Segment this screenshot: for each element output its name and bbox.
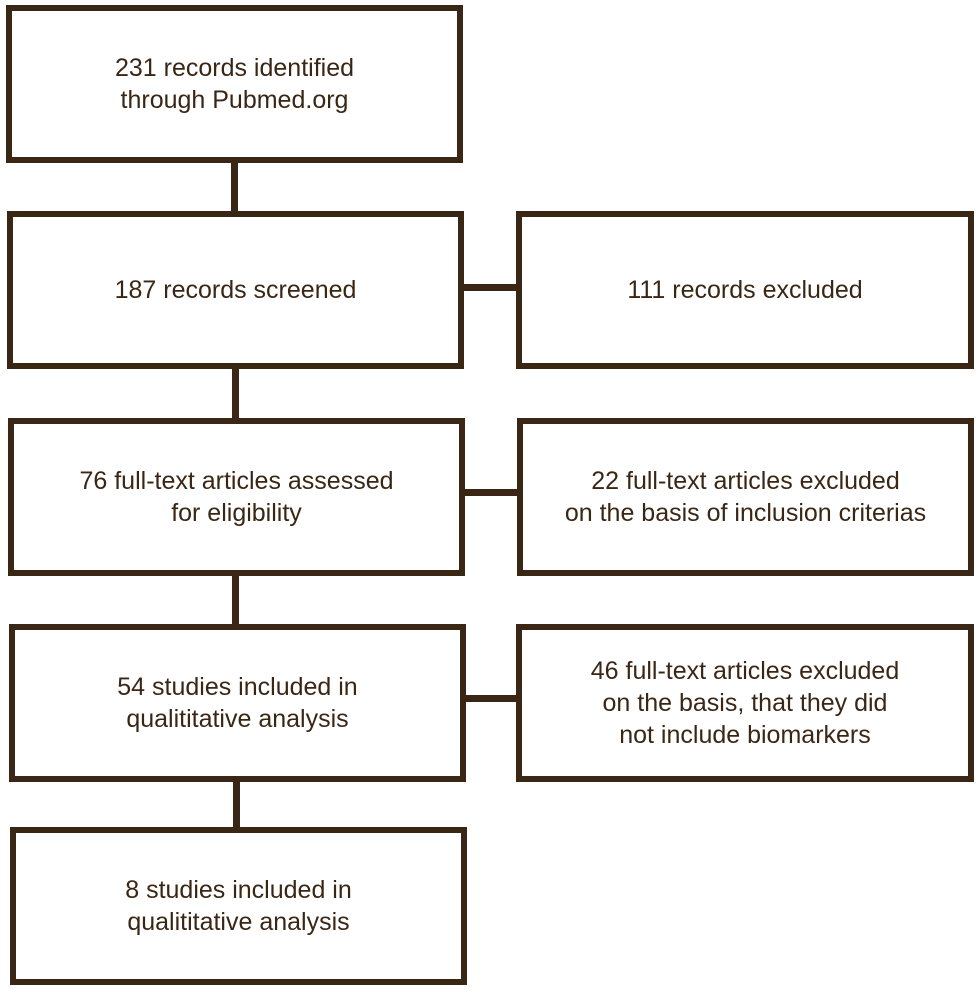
connector-included-54-to-excluded-46 xyxy=(463,695,521,702)
studies-included-8-text: 8 studies included in qualititative anal… xyxy=(125,876,352,936)
box-records-excluded-111: 111 records excluded xyxy=(516,211,974,369)
connector-screened-to-assessed xyxy=(232,366,239,421)
records-screened-text: 187 records screened xyxy=(114,276,357,304)
full-text-excluded-22-text: 22 full-text articles excluded on the ba… xyxy=(564,467,927,527)
box-studies-included-8: 8 studies included in qualititative anal… xyxy=(10,827,467,985)
box-full-text-excluded-46: 46 full-text articles excluded on the ba… xyxy=(516,624,974,782)
full-text-excluded-46-text: 46 full-text articles excluded on the ba… xyxy=(590,657,900,749)
connector-assessed-to-excluded-22 xyxy=(462,489,522,496)
connector-included-54-to-included-8 xyxy=(233,779,240,830)
box-studies-included-54: 54 studies included in qualititative ana… xyxy=(9,624,466,782)
records-excluded-111-text: 111 records excluded xyxy=(627,276,863,304)
records-identified-text: 231 records identified through Pubmed.or… xyxy=(114,54,355,114)
connector-screened-to-excluded-111 xyxy=(460,284,520,291)
box-records-screened: 187 records screened xyxy=(7,211,464,369)
studies-included-54-text: 54 studies included in qualititative ana… xyxy=(117,673,358,733)
full-text-assessed-text: 76 full-text articles assessed for eligi… xyxy=(79,467,394,527)
box-full-text-excluded-22: 22 full-text articles excluded on the ba… xyxy=(517,418,974,576)
box-records-identified: 231 records identified through Pubmed.or… xyxy=(6,5,463,163)
connector-assessed-to-included-54 xyxy=(232,573,239,627)
box-full-text-assessed: 76 full-text articles assessed for eligi… xyxy=(8,418,465,576)
connector-identified-to-screened xyxy=(231,160,238,214)
